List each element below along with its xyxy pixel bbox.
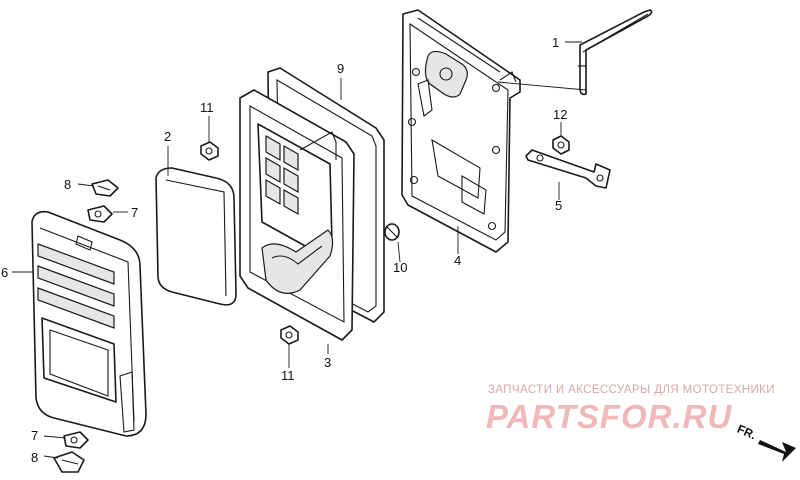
arrow-icon [758, 440, 796, 462]
part-6-cover [31, 210, 147, 437]
part-11-nut-top [200, 141, 219, 161]
callout-11-top: 11 [200, 100, 214, 115]
callout-5: 5 [555, 198, 562, 213]
part-8-clip-top [91, 179, 119, 197]
callout-1: 1 [552, 35, 559, 50]
callout-10: 10 [393, 260, 407, 275]
callout-12: 12 [553, 107, 567, 122]
callout-6: 6 [1, 265, 8, 280]
part-11-nut-bottom [280, 325, 299, 345]
callout-11-bottom: 11 [281, 368, 295, 383]
part-4-base-plate [401, 9, 521, 253]
leader-lines [12, 41, 587, 459]
part-1-bent-rod [578, 9, 653, 96]
part-3-element-housing [239, 89, 355, 341]
part-2-foam-element [155, 167, 237, 306]
callout-7-bottom: 7 [31, 428, 38, 443]
part-5-bracket [525, 149, 611, 189]
callout-3: 3 [324, 355, 331, 370]
part-7-clip-top [87, 205, 113, 223]
callout-8-bottom: 8 [31, 450, 38, 465]
watermark-logo: PARTSFOR.RU [486, 398, 733, 435]
part-7-clip-bottom [63, 431, 89, 449]
part-8-clip-bottom [53, 451, 85, 473]
callout-9: 9 [337, 61, 344, 76]
watermark-tagline: ЗАПЧАСТИ И АКСЕССУАРЫ ДЛЯ МОТОТЕХНИКИ [488, 384, 775, 396]
callout-8-top: 8 [64, 177, 71, 192]
part-10-collar [384, 223, 400, 241]
part-12-nut [552, 135, 570, 155]
callout-2: 2 [164, 129, 171, 144]
callout-4: 4 [454, 253, 461, 268]
callout-7-top: 7 [131, 205, 138, 220]
callout-labels: 1 2 3 4 5 6 7 7 8 8 9 10 11 11 12 [1, 35, 567, 465]
